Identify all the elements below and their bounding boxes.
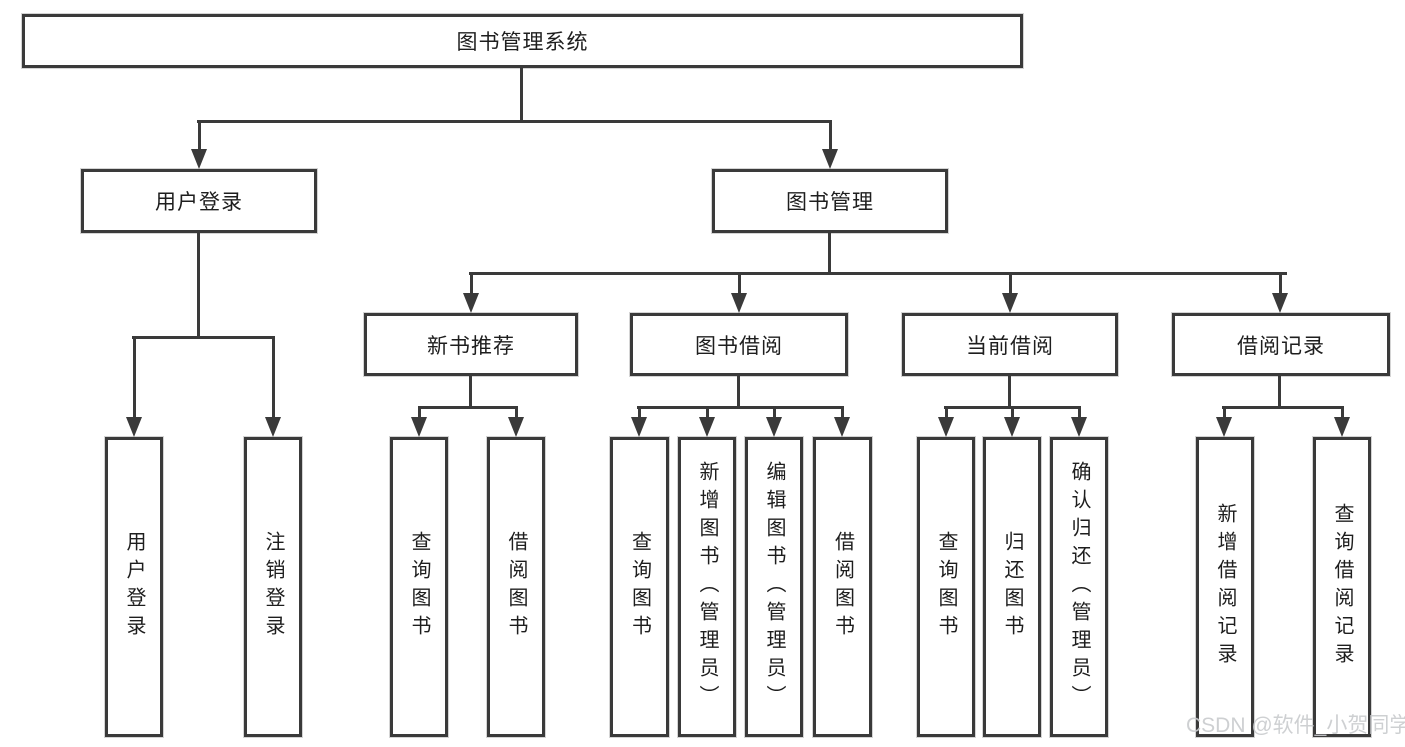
- arrow-down-icon: [1071, 417, 1087, 437]
- connector-line: [705, 406, 709, 417]
- leaf-label: 借阅图书: [505, 531, 527, 643]
- leaf-add-borrow-record: 新增借阅记录: [1196, 437, 1254, 737]
- connector-line: [197, 120, 832, 123]
- connector-line: [469, 375, 472, 408]
- leaf-confirm-return-admin: 确认归还（管理员）: [1050, 437, 1108, 737]
- connector-line: [737, 272, 741, 293]
- connector-line: [737, 375, 740, 408]
- arrow-down-icon: [731, 293, 747, 313]
- connector-line: [1222, 406, 1344, 409]
- connector-line: [828, 120, 832, 149]
- connector-line: [418, 406, 518, 409]
- connector-line: [514, 406, 518, 417]
- arrow-down-icon: [699, 417, 715, 437]
- connector-line: [1008, 375, 1011, 408]
- connector-line: [1278, 375, 1281, 408]
- arrow-down-icon: [191, 149, 207, 169]
- watermark-text: CSDN @软件_小贺同学: [1186, 714, 1405, 737]
- leaf-query-books-3: 查询图书: [917, 437, 975, 737]
- connector-line: [469, 272, 473, 293]
- node-book-management: 图书管理: [712, 169, 948, 233]
- arrow-down-icon: [411, 417, 427, 437]
- connector-line: [1340, 406, 1344, 417]
- connector-line: [840, 406, 844, 417]
- leaf-query-borrow-record: 查询借阅记录: [1313, 437, 1371, 737]
- node-label: 当前借阅: [966, 334, 1054, 358]
- node-label: 借阅记录: [1237, 334, 1325, 358]
- leaf-label: 用户登录: [123, 531, 145, 643]
- arrow-down-icon: [508, 417, 524, 437]
- arrow-down-icon: [822, 149, 838, 169]
- leaf-return-book: 归还图书: [983, 437, 1041, 737]
- arrow-down-icon: [1334, 417, 1350, 437]
- leaf-add-book-admin: 新增图书（管理员）: [678, 437, 736, 737]
- leaf-query-books-2: 查询图书: [610, 437, 669, 737]
- leaf-label: 归还图书: [1001, 531, 1023, 643]
- connector-line: [828, 233, 831, 275]
- arrow-down-icon: [1002, 293, 1018, 313]
- connector-line: [1077, 406, 1081, 417]
- connector-line: [197, 233, 200, 337]
- node-label: 图书管理: [786, 191, 874, 214]
- leaf-borrow-books-1: 借阅图书: [487, 437, 545, 737]
- connector-line: [944, 406, 948, 417]
- arrow-down-icon: [1004, 417, 1020, 437]
- connector-line: [271, 336, 275, 417]
- leaf-user-login: 用户登录: [105, 437, 163, 737]
- connector-line: [520, 68, 523, 121]
- leaf-logout: 注销登录: [244, 437, 302, 737]
- leaf-edit-book-admin: 编辑图书（管理员）: [745, 437, 803, 737]
- node-label: 图书借阅: [695, 334, 783, 358]
- node-label: 新书推荐: [427, 334, 515, 358]
- leaf-label: 确认归还（管理员）: [1068, 461, 1090, 713]
- connector-line: [637, 406, 844, 409]
- leaf-label: 查询图书: [408, 531, 430, 643]
- leaf-query-books-1: 查询图书: [390, 437, 448, 737]
- connector-line: [469, 272, 1287, 275]
- connector-line: [1010, 406, 1014, 417]
- arrow-down-icon: [1216, 417, 1232, 437]
- node-library-management-system: 图书管理系统: [22, 14, 1023, 68]
- connector-line: [1278, 272, 1282, 293]
- node-label: 图书管理系统: [456, 31, 589, 54]
- arrow-down-icon: [463, 293, 479, 313]
- connector-line: [1222, 406, 1226, 417]
- arrow-down-icon: [126, 417, 142, 437]
- arrow-down-icon: [631, 417, 647, 437]
- node-current-borrowing: 当前借阅: [902, 313, 1118, 376]
- leaf-borrow-books-2: 借阅图书: [813, 437, 872, 737]
- connector-line: [132, 336, 275, 339]
- node-borrowing-records: 借阅记录: [1172, 313, 1390, 376]
- connector-line: [637, 406, 641, 417]
- leaf-label: 查询借阅记录: [1331, 503, 1353, 671]
- connector-line: [132, 336, 136, 417]
- leaf-label: 查询图书: [935, 531, 957, 643]
- node-book-borrowing: 图书借阅: [630, 313, 848, 376]
- arrow-down-icon: [766, 417, 782, 437]
- connector-line: [1008, 272, 1012, 293]
- node-label: 用户登录: [155, 191, 243, 214]
- arrow-down-icon: [834, 417, 850, 437]
- connector-line: [772, 406, 776, 417]
- leaf-label: 借阅图书: [831, 531, 854, 643]
- leaf-label: 注销登录: [262, 531, 284, 643]
- leaf-label: 新增图书（管理员）: [696, 461, 718, 713]
- node-new-book-recommendation: 新书推荐: [364, 313, 578, 376]
- arrow-down-icon: [1272, 293, 1288, 313]
- arrow-down-icon: [938, 417, 954, 437]
- node-user-login: 用户登录: [81, 169, 317, 233]
- arrow-down-icon: [265, 417, 281, 437]
- connector-line: [417, 406, 421, 417]
- leaf-label: 新增借阅记录: [1214, 503, 1236, 671]
- connector-line: [197, 120, 201, 149]
- leaf-label: 查询图书: [628, 531, 651, 643]
- leaf-label: 编辑图书（管理员）: [763, 461, 785, 713]
